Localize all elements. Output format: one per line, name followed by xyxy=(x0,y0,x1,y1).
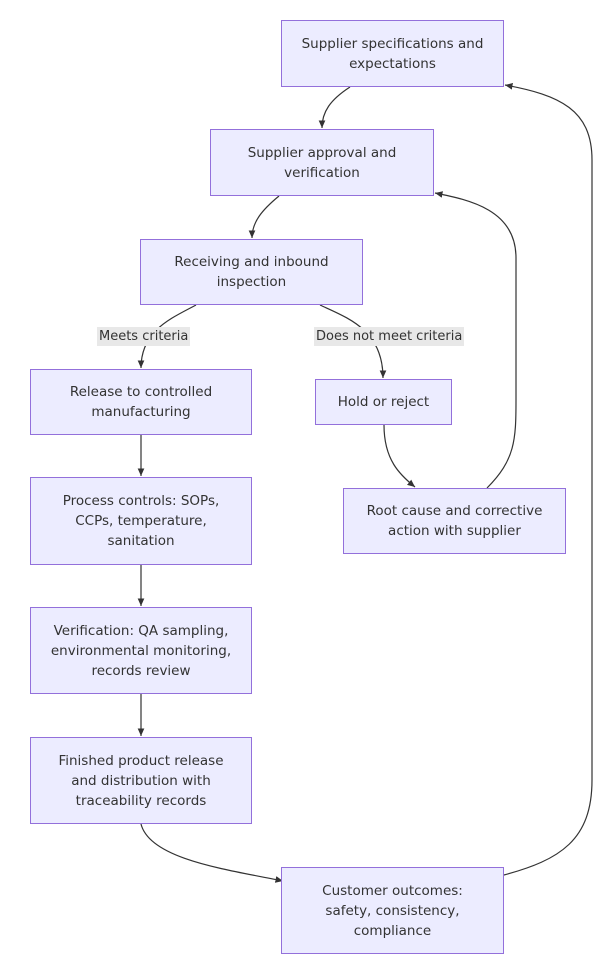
node-text: Process controls: SOPs, xyxy=(62,493,220,509)
edge-label-meets-criteria: Meets criteria xyxy=(97,327,191,346)
node-process-controls: Process controls: SOPs, CCPs, temperatur… xyxy=(30,477,252,565)
node-root-cause: Root cause and corrective action with su… xyxy=(343,488,566,554)
node-text: Release to controlled xyxy=(69,384,213,400)
node-text: traceability records xyxy=(75,792,207,809)
node-customer-outcomes: Customer outcomes: safety, consistency, … xyxy=(281,867,504,954)
node-text: Finished product release xyxy=(58,752,224,769)
edge-label-does-not-meet-criteria: Does not meet criteria xyxy=(314,327,465,346)
node-text: sanitation xyxy=(107,533,175,549)
node-hold-reject: Hold or reject xyxy=(315,379,452,425)
node-text: Verification: QA sampling, xyxy=(53,622,229,639)
node-verification: Verification: QA sampling, environmental… xyxy=(30,607,252,694)
node-text: action with supplier xyxy=(388,523,521,539)
node-text: records review xyxy=(91,662,191,679)
edge-customer-to-specs xyxy=(503,83,593,876)
edge-finished-to-customer xyxy=(140,823,284,883)
node-text: Receiving and inbound xyxy=(174,254,329,270)
node-text: Supplier approval and xyxy=(247,144,397,161)
node-text: safety, consistency, xyxy=(325,902,460,919)
edge-rootcause-to-approval xyxy=(434,191,517,489)
node-text: manufacturing xyxy=(91,404,191,420)
node-text: environmental monitoring, xyxy=(50,642,232,659)
node-text: compliance xyxy=(353,922,432,939)
node-text: Customer outcomes: xyxy=(322,882,463,899)
node-release-controlled: Release to controlled manufacturing xyxy=(30,369,252,435)
node-finished-product: Finished product release and distributio… xyxy=(30,737,252,824)
node-supplier-approval: Supplier approval and verification xyxy=(210,129,434,196)
edge-approval-to-receiving xyxy=(248,195,280,239)
node-receiving: Receiving and inbound inspection xyxy=(140,239,363,305)
node-text: CCPs, temperature, xyxy=(75,513,207,529)
node-text: Supplier specifications and xyxy=(301,35,484,52)
node-text: expectations xyxy=(349,55,436,72)
node-text: inspection xyxy=(216,274,287,290)
node-supplier-specs: Supplier specifications and expectations xyxy=(281,20,504,87)
node-text: verification xyxy=(284,164,360,181)
edge-specs-to-approval xyxy=(318,86,351,129)
node-text: Hold or reject xyxy=(337,394,430,410)
edge-hold-to-rootcause xyxy=(383,424,416,488)
node-text: Root cause and corrective xyxy=(366,503,543,519)
node-text: and distribution with xyxy=(71,772,211,789)
